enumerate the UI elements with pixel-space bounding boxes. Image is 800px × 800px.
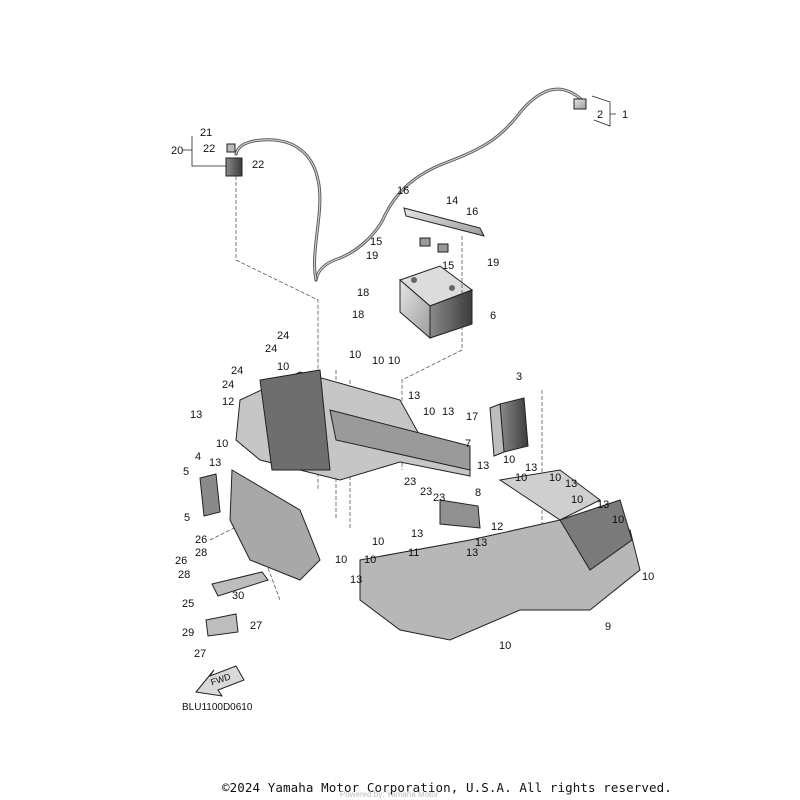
holder-assembly <box>205 571 269 637</box>
callout-10: 10 <box>388 355 400 367</box>
frame-tray <box>229 369 641 641</box>
callout-12: 12 <box>222 396 234 408</box>
callout-13: 13 <box>411 528 423 540</box>
callout-10: 10 <box>216 438 228 450</box>
callout-8: 8 <box>475 487 481 499</box>
callout-24: 24 <box>265 343 277 355</box>
callout-10: 10 <box>372 355 384 367</box>
callout-28: 28 <box>178 569 190 581</box>
battery-bracket <box>403 207 485 253</box>
callout-23: 23 <box>433 492 445 504</box>
callout-10: 10 <box>515 472 527 484</box>
callout-18: 18 <box>357 287 369 299</box>
callout-22: 22 <box>203 143 215 155</box>
callout-2: 2 <box>597 109 603 121</box>
callout-10: 10 <box>642 571 654 583</box>
callout-16: 16 <box>397 185 409 197</box>
callout-23: 23 <box>404 476 416 488</box>
callout-10: 10 <box>499 640 511 652</box>
callout-13: 13 <box>408 390 420 402</box>
callout-24: 24 <box>277 330 289 342</box>
battery-cable <box>234 87 587 282</box>
callout-13: 13 <box>525 462 537 474</box>
callout-10: 10 <box>549 472 561 484</box>
callout-10: 10 <box>277 361 289 373</box>
relay-assembly <box>225 143 243 177</box>
callout-13: 13 <box>475 537 487 549</box>
callout-10: 10 <box>423 406 435 418</box>
callout-27: 27 <box>250 620 262 632</box>
callout-24: 24 <box>231 365 243 377</box>
callout-28: 28 <box>195 547 207 559</box>
callout-10: 10 <box>349 349 361 361</box>
callout-19: 19 <box>487 257 499 269</box>
fwd-arrow: FWD <box>195 665 245 697</box>
callout-1: 1 <box>622 109 628 121</box>
callout-13: 13 <box>466 547 478 559</box>
group-brackets <box>182 95 616 167</box>
callout-13: 13 <box>190 409 202 421</box>
callout-15: 15 <box>370 236 382 248</box>
callout-29: 29 <box>182 627 194 639</box>
figure-code: BLU1100D0610 <box>182 702 253 713</box>
callout-11: 11 <box>408 547 419 559</box>
callout-9: 9 <box>605 621 611 633</box>
callout-3: 3 <box>516 371 522 383</box>
callout-10: 10 <box>503 454 515 466</box>
callout-23: 23 <box>420 486 432 498</box>
callout-25: 25 <box>182 598 194 610</box>
callout-16: 16 <box>466 206 478 218</box>
callout-15: 15 <box>442 260 454 272</box>
callout-30: 30 <box>232 590 244 602</box>
callout-6: 6 <box>490 310 496 322</box>
callout-10: 10 <box>364 554 376 566</box>
callout-13: 13 <box>597 499 609 511</box>
callout-10: 10 <box>612 514 624 526</box>
callout-27: 27 <box>194 648 206 660</box>
battery <box>399 265 474 340</box>
callout-10: 10 <box>571 494 583 506</box>
callout-26: 26 <box>175 555 187 567</box>
callout-5: 5 <box>183 466 189 478</box>
callout-13: 13 <box>477 460 489 472</box>
side-bracket <box>199 473 221 517</box>
callout-5: 5 <box>184 512 190 524</box>
callout-19: 19 <box>366 250 378 262</box>
callout-21: 21 <box>200 127 212 139</box>
callout-7: 7 <box>465 438 471 450</box>
watermark: Powered by: Yamaha Motor <box>340 790 439 799</box>
callout-13: 13 <box>442 406 454 418</box>
callout-13: 13 <box>209 457 221 469</box>
callout-26: 26 <box>195 534 207 546</box>
callout-13: 13 <box>350 574 362 586</box>
callout-12: 12 <box>491 521 503 533</box>
callout-17: 17 <box>466 411 478 423</box>
callout-10: 10 <box>335 554 347 566</box>
callout-20: 20 <box>171 145 183 157</box>
callout-13: 13 <box>565 478 577 490</box>
callout-10: 10 <box>372 536 384 548</box>
callout-14: 14 <box>446 195 458 207</box>
callout-18: 18 <box>352 309 364 321</box>
callout-4: 4 <box>195 451 201 463</box>
copyright-footer: ©2024 Yamaha Motor Corporation, U.S.A. A… <box>222 780 672 795</box>
callout-24: 24 <box>222 379 234 391</box>
electronic-module <box>489 397 529 457</box>
callout-22: 22 <box>252 159 264 171</box>
